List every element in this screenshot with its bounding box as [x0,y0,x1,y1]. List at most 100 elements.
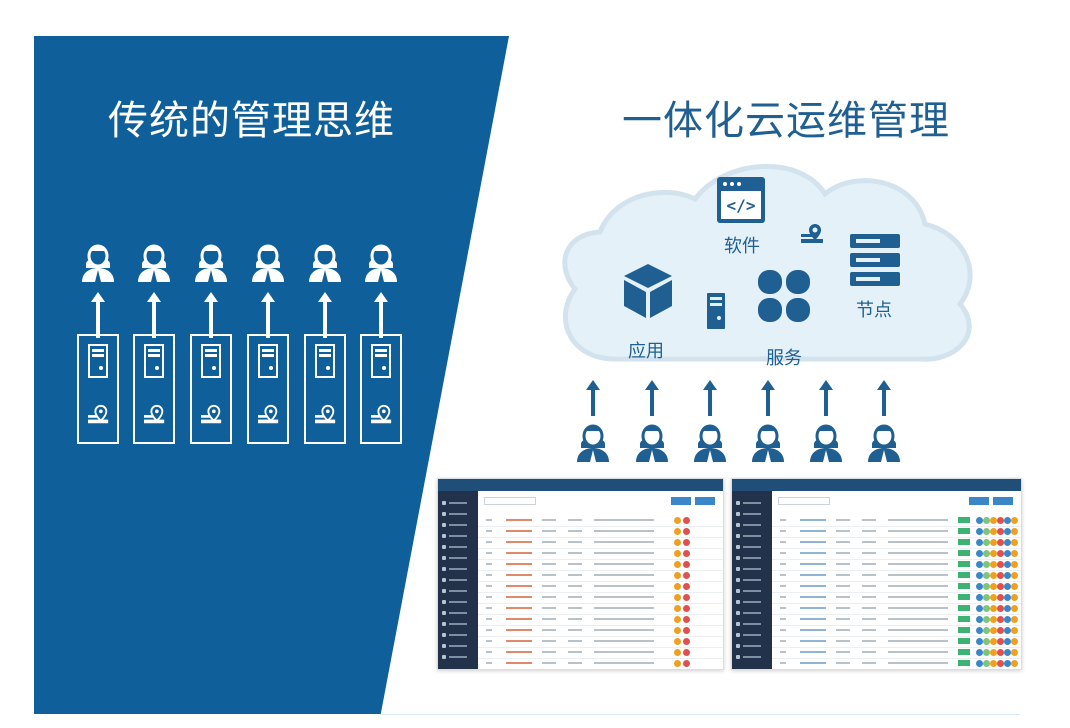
mini-sidebar-item [736,508,772,519]
mini-table-row [478,647,723,659]
left-title: 传统的管理思维 [108,98,395,144]
system-screenshot-right [731,478,1022,670]
server-icon [707,293,725,329]
mini-sidebar-item [442,508,478,519]
arrow-up-icon [877,380,891,420]
server-box [133,334,175,444]
bottom-divider [380,714,1020,715]
mini-table-row [772,537,1021,549]
mini-table-row [478,625,723,637]
location-icon [144,404,165,424]
mini-table-row [478,559,723,571]
user-icon [692,422,728,462]
mini-sidebar-item [442,497,478,508]
location-icon [88,404,109,424]
arrow-up-icon [374,292,388,342]
service-label: 服务 [766,348,802,369]
mini-table-row [772,658,1021,669]
mini-table-row [478,570,723,582]
mini-sidebar-item [736,530,772,541]
mini-sidebar-item [442,552,478,563]
server-icon [144,344,164,378]
mini-sidebar-item [736,519,772,530]
location-icon [801,224,823,243]
code-window-icon: </> [717,177,765,223]
server-icon [315,344,335,378]
mini-table-row [772,614,1021,626]
server-box [77,334,119,444]
right-title: 一体化云运维管理 [622,98,950,144]
app-label: 应用 [628,341,664,362]
mini-sidebar-item [442,541,478,552]
user-icon [193,242,229,282]
server-box [190,334,232,444]
arrow-up-icon [91,292,105,342]
mini-sidebar-item [736,541,772,552]
mini-table-row [478,636,723,648]
mini-sidebar-item [736,629,772,640]
server-box [360,334,402,444]
user-icon [80,242,116,282]
server-icon [371,344,391,378]
arrow-up-icon [261,292,275,342]
mini-sidebar-item [736,607,772,618]
mini-table-row [772,570,1021,582]
node-stack-icon [850,234,900,286]
mini-table-row [772,526,1021,538]
server-box [304,334,346,444]
mini-table-row [772,515,1021,527]
mini-table-row [478,603,723,615]
mini-sidebar-item [442,519,478,530]
server-icon [258,344,278,378]
mini-sidebar-item [442,629,478,640]
mini-sidebar-item [736,585,772,596]
svg-text:</>: </> [727,196,756,215]
mini-table-row [478,581,723,593]
mini-table-row [478,515,723,527]
mini-sidebar-item [736,563,772,574]
mini-table-row [478,548,723,560]
mini-table-row [772,647,1021,659]
arrow-up-icon [147,292,161,342]
arrow-up-icon [586,380,600,420]
mini-table-row [478,658,723,669]
cloud-shape [562,164,973,362]
arrow-up-icon [318,292,332,342]
user-icon [136,242,172,282]
mini-sidebar-item [442,618,478,629]
mini-sidebar-item [736,596,772,607]
mini-sidebar-item [736,574,772,585]
location-icon [201,404,222,424]
mini-sidebar-item [442,596,478,607]
user-icon [363,242,399,282]
mini-table-row [772,559,1021,571]
arrow-up-icon [761,380,775,420]
mini-sidebar-item [736,618,772,629]
mini-sidebar-item [442,574,478,585]
mini-sidebar-item [442,530,478,541]
user-icon [750,422,786,462]
mini-table-row [478,537,723,549]
mini-table-row [772,603,1021,615]
mini-sidebar-item [442,640,478,651]
mini-sidebar-item [442,607,478,618]
mini-table-row [772,581,1021,593]
server-box [247,334,289,444]
arrow-up-icon [645,380,659,420]
mini-table-row [772,636,1021,648]
mini-sidebar-item [442,563,478,574]
software-label: 软件 [724,236,760,257]
mini-table-row [772,592,1021,604]
mini-table-row [478,526,723,538]
user-icon [808,422,844,462]
cube-icon [624,264,672,318]
user-icon [250,242,286,282]
user-icon [866,422,902,462]
mini-table-row [478,592,723,604]
server-icon [88,344,108,378]
mini-table-row [772,625,1021,637]
node-label: 节点 [856,300,892,321]
user-icon [307,242,343,282]
user-icon [634,422,670,462]
mini-sidebar-item [442,585,478,596]
